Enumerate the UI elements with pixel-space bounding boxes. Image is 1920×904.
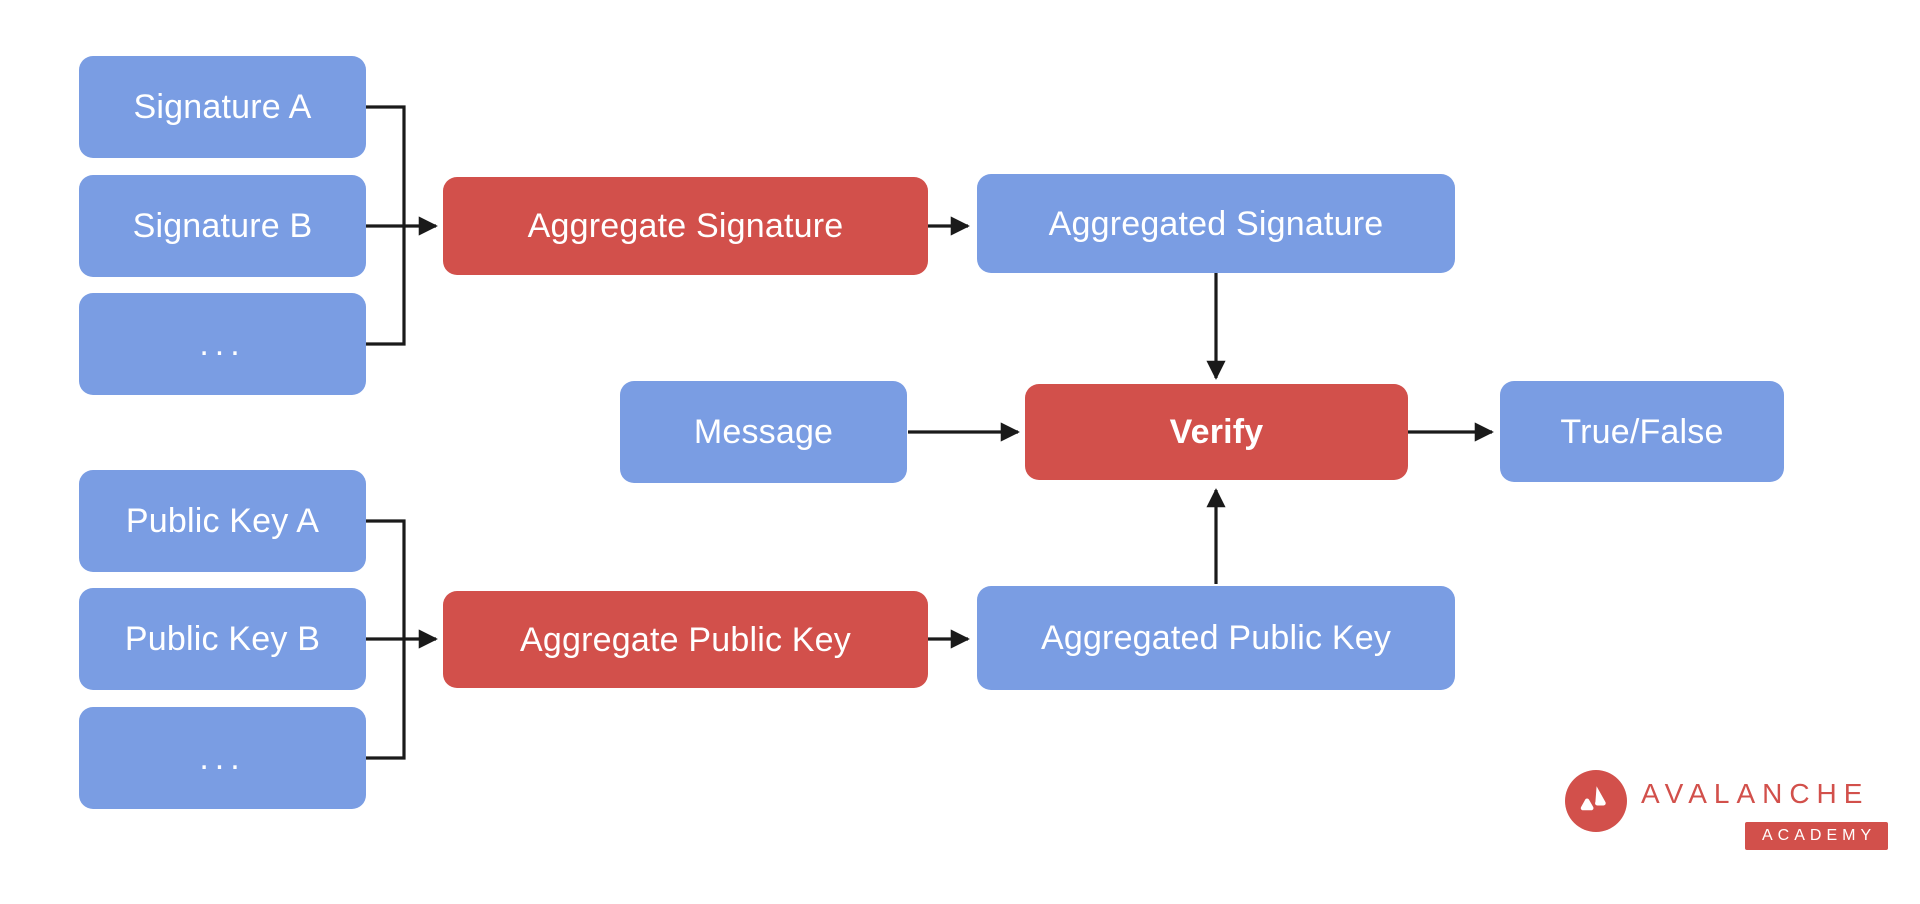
- avalanche-academy-logo: AVALANCHE ACADEMY: [1565, 770, 1889, 854]
- academy-badge: ACADEMY: [1745, 822, 1889, 850]
- node-aggregate-signature[interactable]: Aggregate Signature: [443, 177, 928, 275]
- node-signature-a[interactable]: Signature A: [79, 56, 366, 158]
- node-signature-more[interactable]: ...: [79, 293, 366, 395]
- edge-public-key-a-bus: [366, 519, 406, 639]
- edge-signature-more-bus: [366, 226, 406, 346]
- node-aggregated-signature[interactable]: Aggregated Signature: [977, 174, 1455, 273]
- node-message[interactable]: Message: [620, 381, 907, 483]
- node-public-key-more[interactable]: ...: [79, 707, 366, 809]
- avalanche-mark-icon: [1565, 770, 1627, 832]
- edge-signature-a-bus: [366, 105, 406, 226]
- node-public-key-b[interactable]: Public Key B: [79, 588, 366, 690]
- avalanche-wordmark: AVALANCHE: [1641, 778, 1870, 809]
- edge-public-key-more-bus: [366, 639, 406, 760]
- node-public-key-a[interactable]: Public Key A: [79, 470, 366, 572]
- node-aggregate-public-key[interactable]: Aggregate Public Key: [443, 591, 928, 688]
- node-aggregated-public-key[interactable]: Aggregated Public Key: [977, 586, 1455, 690]
- node-signature-b[interactable]: Signature B: [79, 175, 366, 277]
- node-verify[interactable]: Verify: [1025, 384, 1408, 480]
- node-true-false[interactable]: True/False: [1500, 381, 1784, 482]
